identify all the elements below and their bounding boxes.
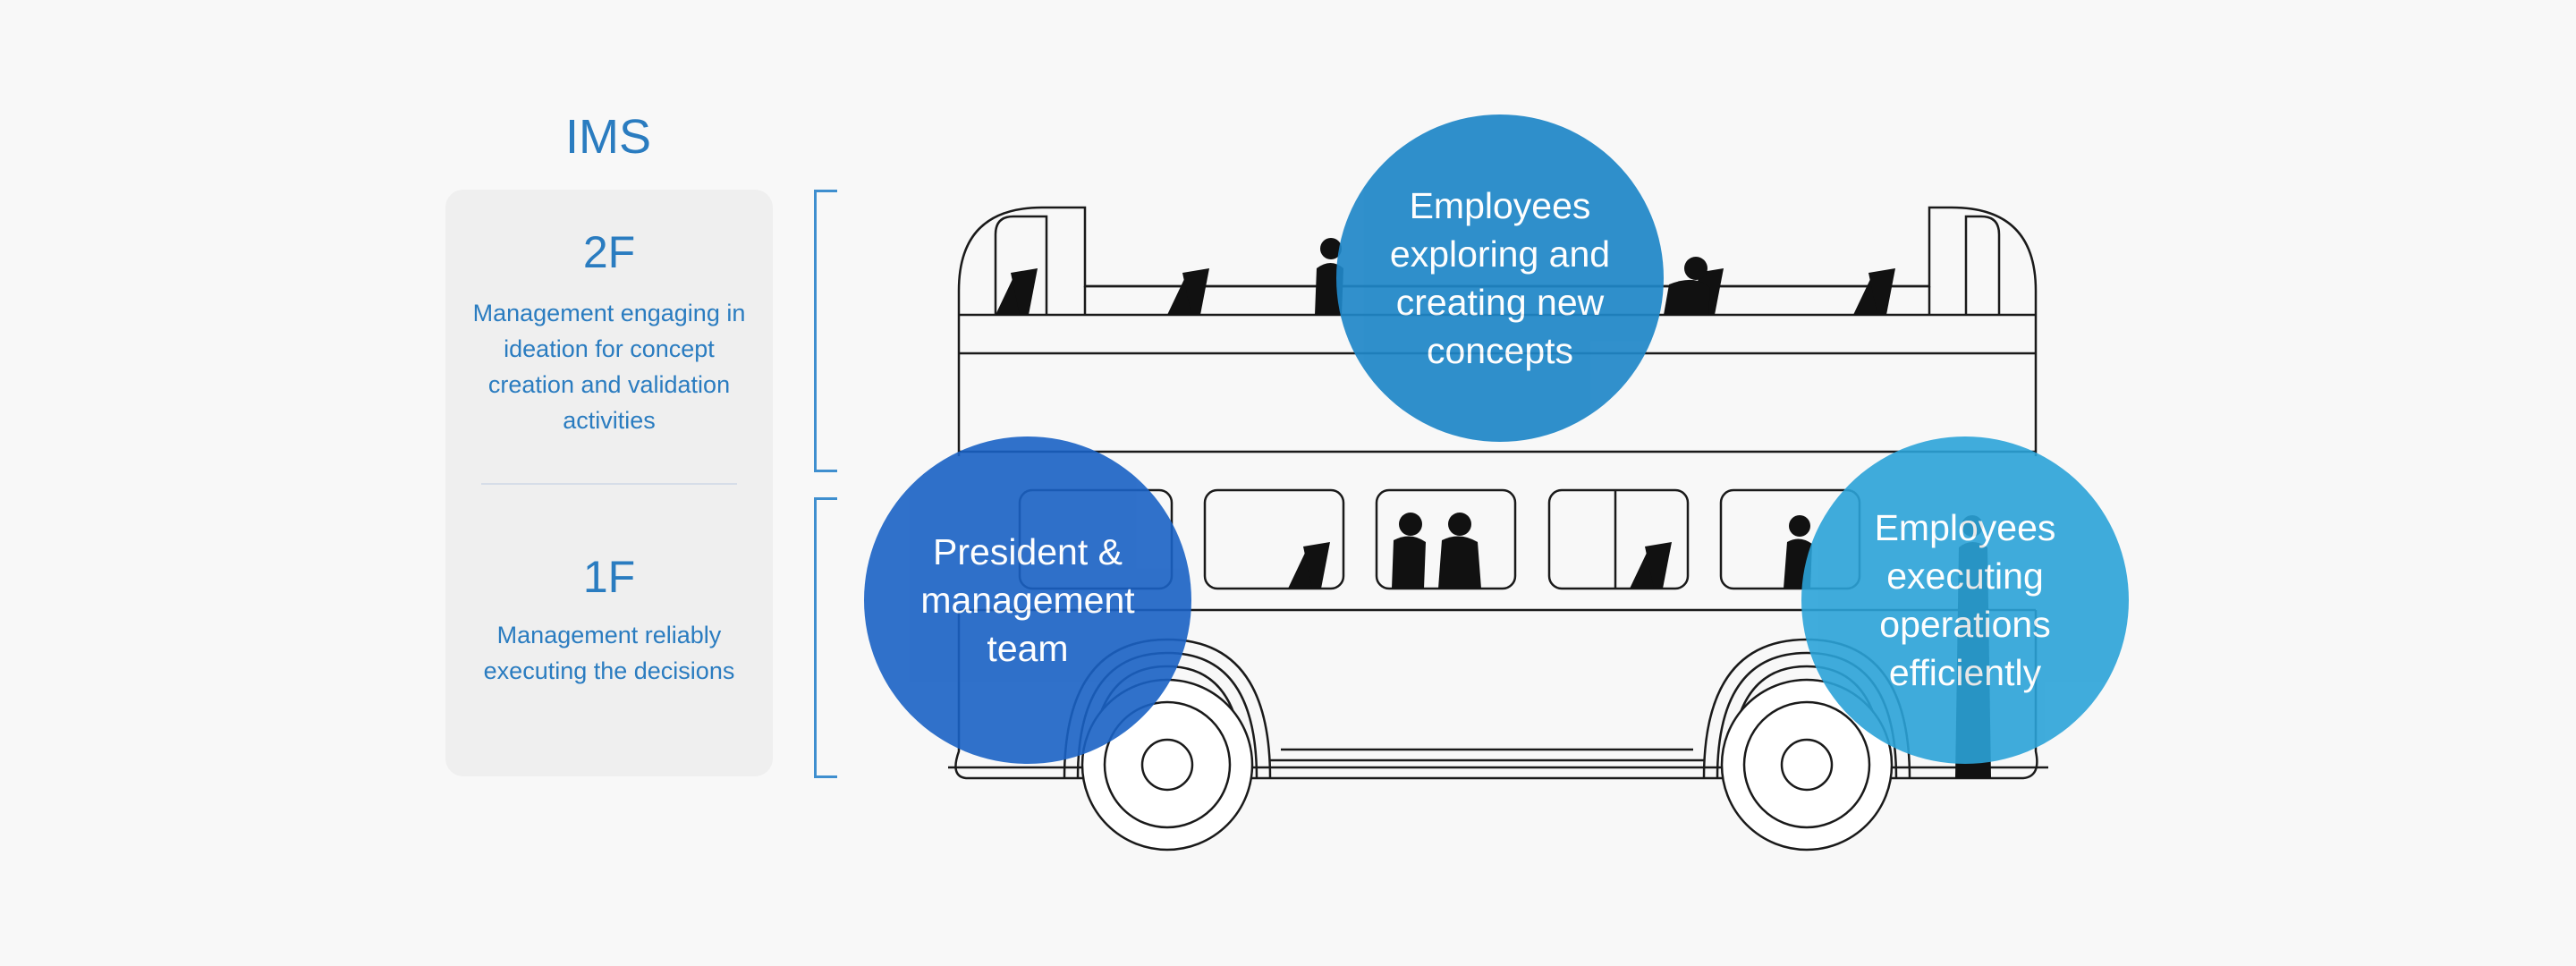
- circle-front-president-management: President & management team: [864, 436, 1191, 764]
- circle-front-text: President & management team: [920, 531, 1135, 669]
- floor-1f-description: Management reliably executing the decisi…: [483, 622, 735, 684]
- bracket-1f: [814, 497, 837, 778]
- bracket-2f: [814, 190, 837, 472]
- panel-divider: [481, 483, 737, 485]
- floor-1f-label: 1F: [582, 552, 636, 602]
- ims-title: IMS: [564, 110, 651, 164]
- circle-rear-text: Employees executing operations efficient…: [1874, 507, 2056, 693]
- circle-upper-text: Employees exploring and creating new con…: [1389, 185, 1611, 371]
- wheels: [1080, 678, 1894, 852]
- circle-rear-employees-executing: Employees executing operations efficient…: [1801, 436, 2129, 764]
- floors-panel: 2F Management engaging in ideation for c…: [445, 190, 773, 776]
- circle-upper-employees-exploring: Employees exploring and creating new con…: [1336, 114, 1664, 442]
- floor-2f-description: Management engaging in ideation for conc…: [472, 300, 746, 434]
- floor-2f-label: 2F: [582, 227, 636, 277]
